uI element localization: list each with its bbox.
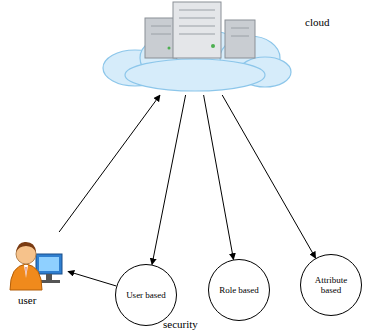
cloud-node: cloud (95, 0, 295, 95)
cloud-illustration (95, 0, 295, 95)
security-circle: User based (115, 264, 177, 326)
arrow-connector (152, 95, 186, 265)
security-circle: Role based (208, 259, 270, 321)
node-label: user (18, 294, 36, 306)
node-label: cloud (305, 16, 329, 28)
arrow-connector (68, 271, 116, 286)
circle-label: Role based (219, 285, 259, 295)
security-circle: Attribute based (300, 254, 362, 316)
user-illustration (6, 232, 68, 292)
group-label: security (163, 318, 198, 330)
arrow-connector (204, 95, 234, 260)
circle-label: Attribute based (309, 275, 353, 296)
circle-label: User based (126, 290, 166, 300)
arrow-connector (59, 95, 160, 232)
user-node: user (6, 232, 68, 292)
arrow-connector (222, 95, 315, 258)
